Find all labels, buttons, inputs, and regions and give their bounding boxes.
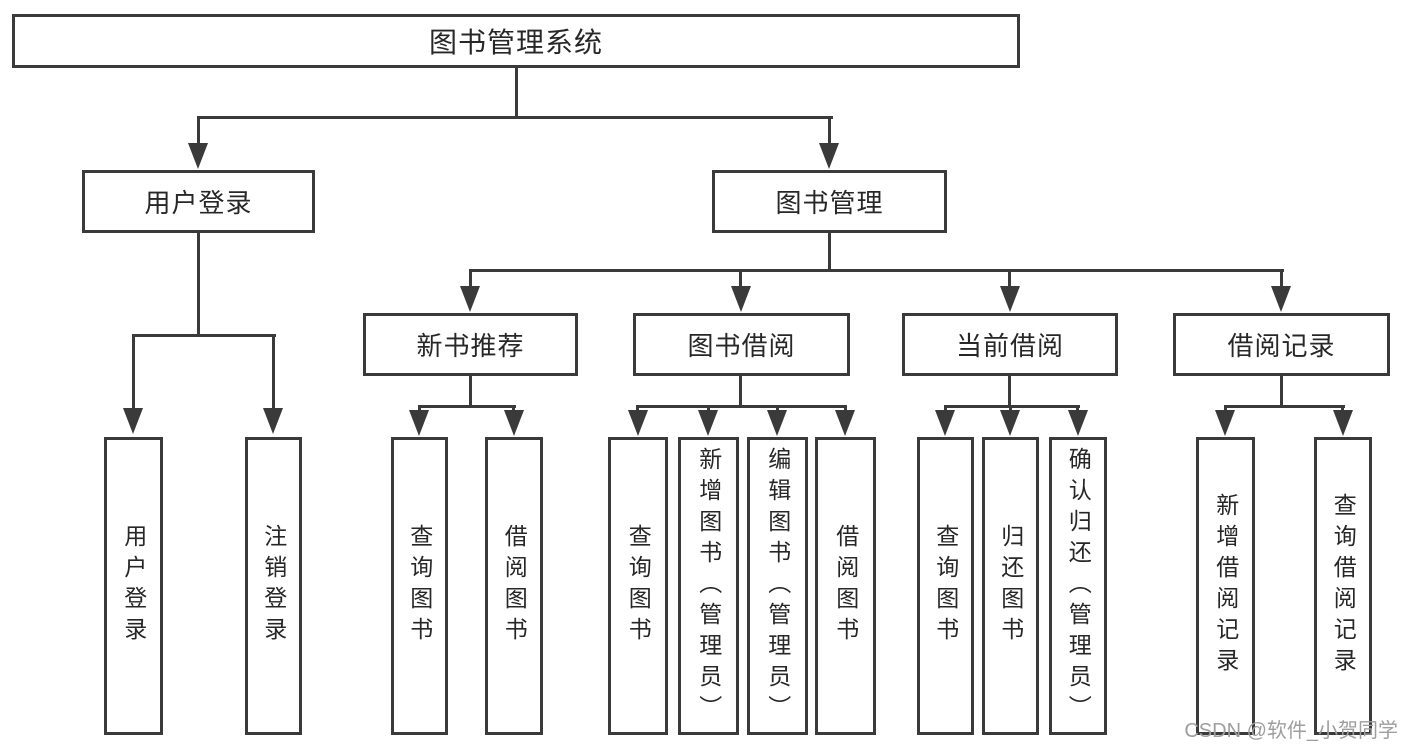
leaf-add-book-admin: 新增图书（管理员） xyxy=(678,437,739,735)
node-label: 当前借阅 xyxy=(955,331,1064,361)
arrow-down-icon xyxy=(767,410,787,436)
leaf-query-books-recommend: 查询图书 xyxy=(391,437,448,735)
arrow-down-icon xyxy=(698,410,718,436)
node-book-borrowing: 图书借阅 xyxy=(633,313,850,376)
connector-line xyxy=(272,334,275,414)
node-label: 借阅记录 xyxy=(1227,331,1336,361)
connector-line xyxy=(828,231,831,272)
watermark: CSDN @软件_小贺同学 xyxy=(1184,720,1398,742)
node-new-book-recommendation: 新书推荐 xyxy=(363,313,578,376)
node-label: 图书借阅 xyxy=(687,331,796,361)
connector-line xyxy=(515,66,518,119)
connector-line xyxy=(1008,269,1011,291)
arrow-down-icon xyxy=(1068,410,1088,436)
leaf-label: 归还图书 xyxy=(997,524,1024,648)
connector-line xyxy=(739,374,742,407)
arrow-down-icon xyxy=(123,408,143,434)
arrow-down-icon xyxy=(731,286,751,312)
leaf-logout: 注销登录 xyxy=(245,437,302,735)
connector-line xyxy=(828,116,831,148)
leaf-label: 查询图书 xyxy=(406,524,433,648)
arrow-down-icon xyxy=(819,143,839,169)
connector-line xyxy=(197,116,833,119)
arrow-down-icon xyxy=(835,410,855,436)
arrow-down-icon xyxy=(504,410,524,436)
leaf-label: 查询借阅记录 xyxy=(1330,493,1357,679)
leaf-user-login: 用户登录 xyxy=(104,437,163,735)
arrow-down-icon xyxy=(409,410,429,436)
node-library-system: 图书管理系统 xyxy=(12,14,1020,68)
leaf-label: 借阅图书 xyxy=(832,524,859,648)
connector-line xyxy=(132,334,276,337)
connector-line xyxy=(132,334,135,414)
connector-line xyxy=(944,405,1080,408)
node-label: 用户登录 xyxy=(144,188,253,218)
arrow-down-icon xyxy=(1215,410,1235,436)
arrow-down-icon xyxy=(1271,286,1291,312)
connector-line xyxy=(739,269,742,291)
leaf-borrow-books-recommend: 借阅图书 xyxy=(485,437,543,735)
connector-line xyxy=(1224,405,1345,408)
connector-line xyxy=(197,116,200,148)
arrow-down-icon xyxy=(935,410,955,436)
leaf-label: 查询图书 xyxy=(625,524,652,648)
leaf-return-books: 归还图书 xyxy=(982,437,1039,735)
leaf-label: 确认归还（管理员） xyxy=(1065,446,1092,726)
leaf-label: 注销登录 xyxy=(260,524,287,648)
arrow-down-icon xyxy=(1333,410,1353,436)
leaf-add-borrow-record: 新增借阅记录 xyxy=(1196,437,1255,735)
leaf-query-books-borrowing: 查询图书 xyxy=(608,437,668,735)
node-user-login: 用户登录 xyxy=(82,170,315,233)
arrow-down-icon xyxy=(1000,286,1020,312)
connector-line xyxy=(1280,269,1283,291)
node-current-borrowing: 当前借阅 xyxy=(902,313,1118,376)
leaf-label: 查询图书 xyxy=(932,524,959,648)
connector-line xyxy=(1280,374,1283,407)
leaf-edit-book-admin: 编辑图书（管理员） xyxy=(747,437,808,735)
node-label: 新书推荐 xyxy=(416,331,525,361)
connector-line xyxy=(469,269,1284,272)
node-borrowing-records: 借阅记录 xyxy=(1173,313,1390,376)
arrow-down-icon xyxy=(1000,410,1020,436)
node-book-management: 图书管理 xyxy=(712,170,947,233)
arrow-down-icon xyxy=(460,286,480,312)
connector-line xyxy=(636,405,847,408)
leaf-label: 用户登录 xyxy=(120,524,147,648)
leaf-label: 新增图书（管理员） xyxy=(695,446,722,726)
node-label: 图书管理系统 xyxy=(428,27,603,58)
connector-line xyxy=(418,405,516,408)
leaf-label: 新增借阅记录 xyxy=(1212,493,1239,679)
node-label: 图书管理 xyxy=(775,188,884,218)
leaf-label: 编辑图书（管理员） xyxy=(764,446,791,726)
connector-line xyxy=(197,231,200,337)
arrow-down-icon xyxy=(188,143,208,169)
arrow-down-icon xyxy=(263,408,283,434)
connector-line xyxy=(469,269,472,291)
leaf-label: 借阅图书 xyxy=(501,524,528,648)
arrow-down-icon xyxy=(628,410,648,436)
leaf-query-books-current: 查询图书 xyxy=(917,437,974,735)
leaf-query-borrow-record: 查询借阅记录 xyxy=(1314,437,1372,735)
connector-line xyxy=(469,374,472,407)
leaf-confirm-return-admin: 确认归还（管理员） xyxy=(1049,437,1107,735)
connector-line xyxy=(1008,374,1011,407)
leaf-borrow-books-borrowing: 借阅图书 xyxy=(815,437,876,735)
